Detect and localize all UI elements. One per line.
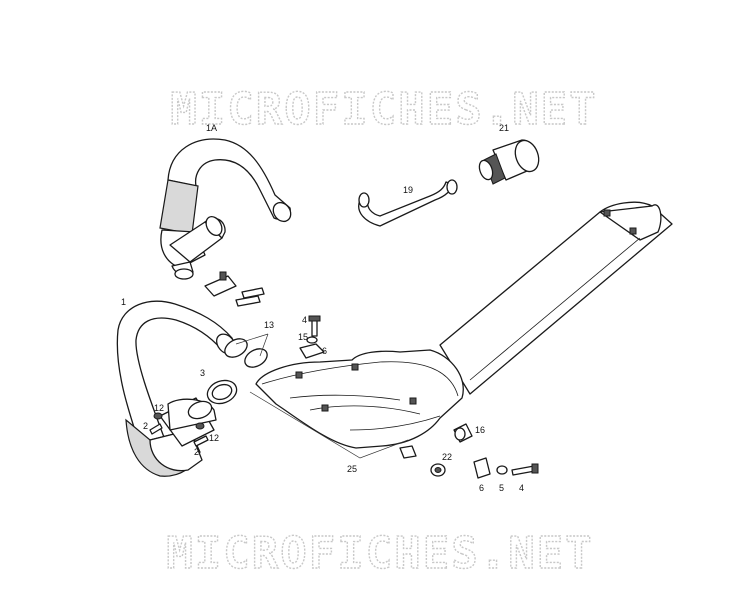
bolt-assembly-upper xyxy=(299,315,325,359)
muffler xyxy=(439,201,673,395)
label-5: 5 xyxy=(499,483,504,493)
watermark-top: MICROFICHES.NET xyxy=(170,84,597,135)
label-1: 1 xyxy=(121,297,126,307)
watermark-bottom: MICROFICHES.NET xyxy=(166,528,593,579)
label-25: 25 xyxy=(347,464,357,474)
leader-25 xyxy=(249,391,409,459)
label-19: 19 xyxy=(403,185,413,195)
label-21: 21 xyxy=(499,123,509,133)
label-16: 16 xyxy=(475,425,485,435)
leader-13 xyxy=(235,333,269,357)
label-12-right: 12 xyxy=(209,433,219,443)
label-13: 13 xyxy=(264,320,274,330)
part-19-hose xyxy=(358,179,458,227)
label-4-upper: 4 xyxy=(302,315,307,325)
label-1a: 1A xyxy=(206,123,217,133)
part-1a-exhaust-pipe xyxy=(159,138,292,280)
part-13-o-rings xyxy=(224,338,268,368)
part-25-heat-shield xyxy=(255,349,464,459)
label-4-lower: 4 xyxy=(519,483,524,493)
label-12-left: 12 xyxy=(154,403,164,413)
label-22: 22 xyxy=(442,452,452,462)
bolt-assembly-lower xyxy=(473,457,539,479)
part-labels: 1A 21 19 1 13 4 15 6 3 12 2 12 2 16 22 2… xyxy=(121,123,524,493)
label-6-lower: 6 xyxy=(479,483,484,493)
label-15: 15 xyxy=(298,332,308,342)
bolts-lower-left xyxy=(149,412,209,447)
label-2-left: 2 xyxy=(143,421,148,431)
part-16-spacer xyxy=(453,423,473,443)
part-21-fitting xyxy=(478,139,540,185)
label-6-upper: 6 xyxy=(322,346,327,356)
part-3-gasket-ring xyxy=(206,379,238,405)
label-3: 3 xyxy=(200,368,205,378)
pipe-bracket xyxy=(204,271,265,307)
part-22-grommet xyxy=(430,463,446,477)
label-2-right: 2 xyxy=(194,447,199,457)
